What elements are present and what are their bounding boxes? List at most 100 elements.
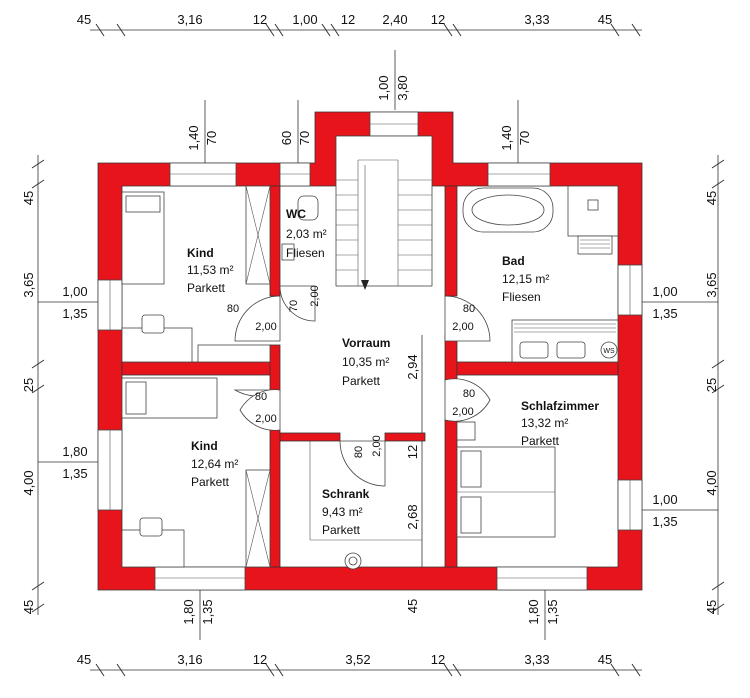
room-schlafzimmer-floor: Parkett [521,434,560,448]
room-kind-bottom-name: Kind [191,439,218,453]
room-vorraum-area: 10,35 m² [342,355,389,369]
room-bad-floor: Fliesen [502,290,541,304]
dim-top-5: 12 [341,12,355,27]
door-kind-bottom-width: 80 [255,391,267,403]
dim-schrank-height: 2,68 [405,504,420,529]
desk-kind-top [121,327,193,363]
door-kind-top-swing [234,295,281,342]
dim-right-1: 45 [704,191,719,205]
bathtub-basin [471,194,545,226]
bottom-dimension-labels: 45 3,16 12 3,52 12 3,33 45 [77,652,612,667]
door-wc-swing [279,285,316,322]
dim-left-2: 3,65 [21,272,36,297]
window-kind-top [169,162,237,187]
dim-left-window-lower-sill: 1,35 [62,466,87,481]
dim-vorraum-height: 2,94 [405,354,420,379]
dim-right-window-lower-width: 1,00 [652,492,677,507]
dim-left-1: 45 [21,191,36,205]
wall-hall-right [444,334,458,381]
dim-bottom-6: 3,33 [524,652,549,667]
furniture: WS [121,185,619,570]
wall-bad-schlaf [456,361,619,376]
wall-kind-divider [121,361,273,376]
interior-walls [121,185,619,568]
dim-bottom-4: 3,52 [345,652,370,667]
room-kind-top-floor: Parkett [187,281,226,295]
dim-top-6: 2,40 [382,12,407,27]
room-kind-bottom-floor: Parkett [191,475,230,489]
door-wc-height: 2,00 [309,285,321,306]
dim-right-4: 4,00 [704,470,719,495]
room-schlafzimmer-area: 13,32 m² [521,416,568,430]
dim-top-3: 12 [253,12,267,27]
room-kind-bottom-area: 12,64 m² [191,457,238,471]
door-schlaf-swing [444,378,491,422]
dim-right-5: 45 [704,600,719,614]
dim-left-3: 25 [21,378,36,392]
door-schlaf-width: 80 [463,388,475,400]
dim-left-5: 45 [21,600,36,614]
dim-right-2: 3,65 [704,272,719,297]
shower [567,185,619,237]
pillow-kind-top [125,195,161,213]
exterior-walls [97,111,643,591]
dim-top-9: 45 [598,12,612,27]
door-bad-swing [444,295,491,342]
shelf-kind-top [197,344,271,363]
washbasin-1 [519,341,549,359]
door-kind-bottom-height: 2,00 [255,413,276,425]
dim-bad-window-sill: 70 [517,131,532,145]
window-bottom-schlaf [496,566,588,591]
toilet [297,195,319,221]
room-schrank-area: 9,43 m² [322,505,363,519]
washing-machine-icon [600,341,618,359]
dim-stair-window-width: 1,00 [376,75,391,100]
washer-label: WS [603,348,615,355]
dim-bottom-7: 45 [598,652,612,667]
window-wc [279,162,311,187]
dim-wc-window-sill: 70 [297,131,312,145]
dim-bottom-kind-window-width: 1,80 [181,599,196,624]
door-bad-width: 80 [463,303,475,315]
dim-left-window-upper-sill: 1,35 [62,306,87,321]
dim-left-window-lower-width: 1,80 [62,444,87,459]
right-dimension-labels: 45 3,65 25 4,00 45 [704,191,719,614]
pillow-kind-bottom [125,381,147,415]
dim-kind-window-sill: 70 [204,131,219,145]
room-vorraum-floor: Parkett [342,374,381,388]
dim-right-window-upper-width: 1,00 [652,284,677,299]
dim-bottom-kind-window-sill: 1,35 [200,599,215,624]
dim-bad-window-width: 1,40 [499,125,514,150]
wall-kind-schrank [269,429,281,568]
dim-bottom-5: 12 [431,652,445,667]
dim-bottom-wall: 45 [405,599,420,613]
dim-top-7: 12 [431,12,445,27]
room-kind-top-area: 11,53 m² [187,263,233,277]
door-kind-top-height: 2,00 [255,321,276,333]
wall-schrank-top-left [279,432,341,442]
pillow-right [460,496,482,534]
door-schlaf-height: 2,00 [452,406,473,418]
door-wc-width: 70 [288,300,300,312]
left-dimension-labels: 45 3,65 25 4,00 45 [21,191,36,614]
door-kind-bottom-leaf [239,389,281,431]
room-bad-area: 12,15 m² [502,272,549,286]
wall-schrank-top-right [384,432,426,442]
chair-kind-top [141,314,165,334]
room-schlafzimmer-name: Schlafzimmer [521,399,599,413]
room-schrank-floor: Parkett [322,523,361,537]
room-kind-top-name: Kind [187,246,214,260]
room-wc-area: 2,03 m² [286,227,327,241]
wall-bad-left [444,185,458,297]
door-schrank-width: 80 [353,446,365,458]
stair-well [335,135,433,287]
room-wc-floor: Fliesen [286,246,325,260]
door-schrank-height: 2,00 [371,435,383,456]
room-wc-name: WC [286,207,306,221]
chair-kind-bottom [139,517,163,537]
room-labels: Kind 11,53 m² Parkett WC 2,03 m² Fliesen… [187,207,599,537]
shower-drain [587,199,599,211]
doors [233,285,491,487]
dim-top-2: 3,16 [177,12,202,27]
